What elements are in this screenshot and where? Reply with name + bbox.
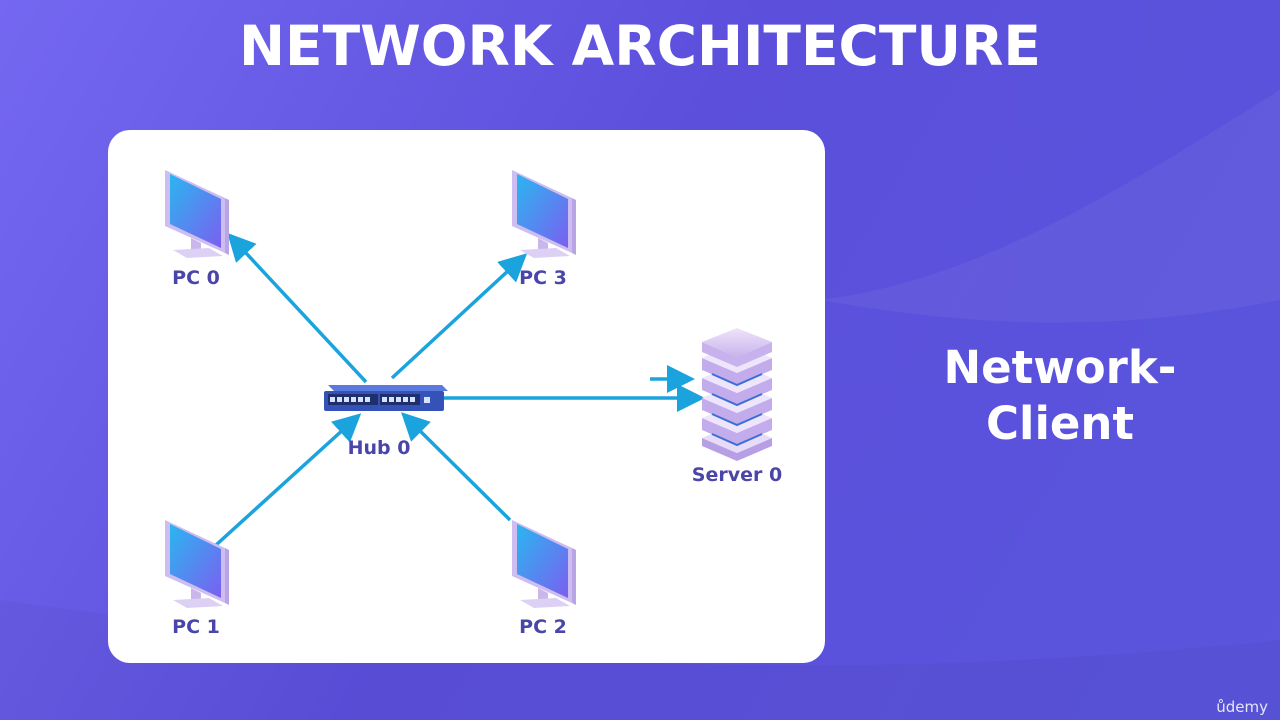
- diagram-card: PC 0 PC 3 Hub 0 Server 0 PC 1 PC 2: [108, 130, 825, 663]
- pc3-monitor-icon: [512, 170, 576, 258]
- side-caption-line1: Network-: [943, 341, 1177, 394]
- link-hub-to-pc0: [227, 232, 368, 384]
- pc3-label: PC 3: [519, 267, 567, 289]
- side-caption: Network- Client: [900, 340, 1220, 452]
- pc0-label: PC 0: [172, 267, 220, 289]
- link-pc1-to-hub: [214, 413, 362, 547]
- side-caption-line2: Client: [986, 397, 1134, 450]
- server0-icon: [702, 328, 772, 461]
- pc1-label: PC 1: [172, 616, 220, 638]
- brand-watermark: ůdemy: [1216, 698, 1268, 716]
- slide-title: NETWORK ARCHITECTURE: [239, 14, 1041, 78]
- links: [214, 232, 705, 547]
- hub0-switch-icon: [324, 385, 448, 411]
- link-pc2-to-hub: [401, 412, 512, 522]
- pc2-label: PC 2: [519, 616, 567, 638]
- pc1-monitor-icon: [165, 520, 229, 608]
- pc0-monitor-icon: [165, 170, 229, 258]
- pc2-monitor-icon: [512, 520, 576, 608]
- server0-label: Server 0: [691, 464, 783, 486]
- network-diagram: [165, 170, 772, 608]
- link-hub-to-pc3: [390, 253, 528, 380]
- hub0-label: Hub 0: [347, 437, 411, 459]
